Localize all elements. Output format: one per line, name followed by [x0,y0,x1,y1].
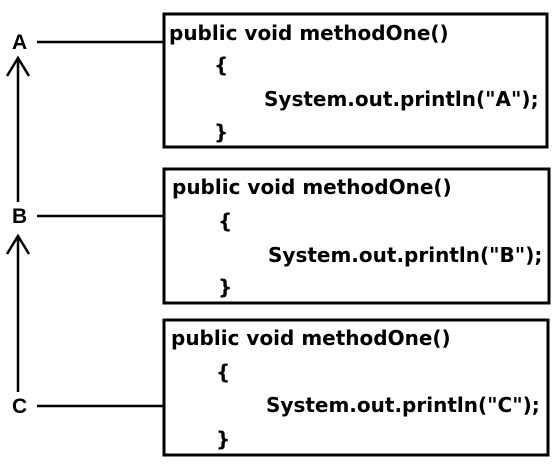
code-b-close-brace: } [218,275,232,299]
node-label-c: C [12,395,27,418]
code-c-close-brace: } [216,427,230,451]
arrow-b-to-a-head [5,55,31,77]
code-a-close-brace: } [214,120,228,144]
code-box-a: public void methodOne() { System.out.pri… [162,12,549,149]
code-b-open-brace: { [218,209,232,233]
code-c-signature: public void methodOne() [171,326,451,350]
node-label-b: B [12,205,27,228]
code-box-c-frame [162,318,550,457]
code-c-open-brace: { [216,360,230,384]
node-label-a: A [12,31,27,54]
code-box-c: public void methodOne() { System.out.pri… [162,318,550,457]
code-b-signature: public void methodOne() [172,175,452,199]
arrow-c-to-b-head [5,233,31,255]
code-a-open-brace: { [214,53,228,77]
code-a-body: System.out.println("A"); [264,87,539,111]
code-box-a-frame [162,12,549,149]
code-a-signature: public void methodOne() [169,21,449,45]
code-b-body: System.out.println("B"); [268,243,542,267]
code-box-b-frame [162,167,551,305]
code-box-b: public void methodOne() { System.out.pri… [162,167,551,305]
code-c-body: System.out.println("C"); [266,393,540,417]
